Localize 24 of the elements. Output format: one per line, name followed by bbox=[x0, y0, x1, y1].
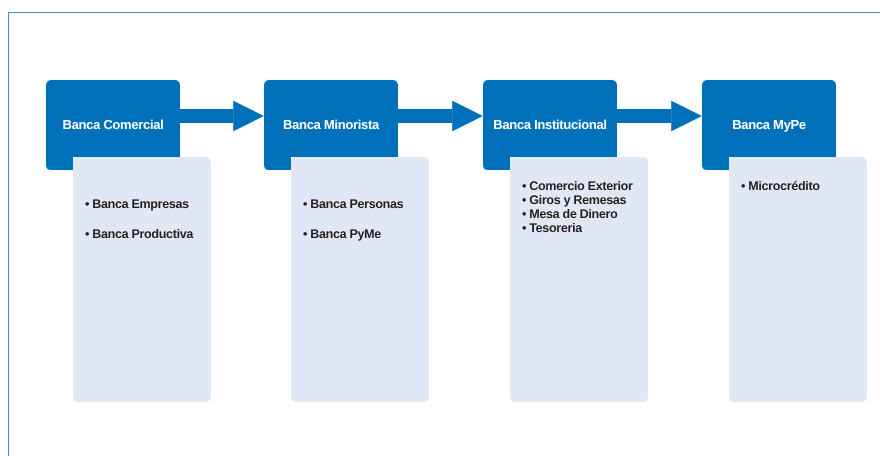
list-item: • Banca PyMe bbox=[303, 227, 382, 241]
list-item: • Banca Productiva bbox=[85, 227, 194, 241]
category-box bbox=[702, 80, 836, 157]
category-title: Banca Comercial bbox=[62, 117, 164, 132]
list-panel bbox=[73, 157, 211, 402]
category-box bbox=[483, 80, 617, 157]
list-item: • Microcrédito bbox=[741, 179, 821, 193]
block-arrow bbox=[617, 100, 702, 132]
category-title: Banca MyPe bbox=[732, 117, 806, 132]
list-item: • Banca Empresas bbox=[85, 197, 190, 211]
block-arrow bbox=[180, 100, 264, 132]
list-item: • Tesoreria bbox=[522, 221, 584, 235]
list-item: • Mesa de Dinero bbox=[522, 207, 618, 221]
category-box bbox=[46, 80, 180, 157]
list-item: • Comercio Exterior bbox=[522, 179, 634, 193]
category-box bbox=[264, 80, 398, 157]
block-arrow bbox=[398, 100, 483, 132]
list-panel bbox=[729, 157, 867, 402]
list-item: • Banca Personas bbox=[303, 197, 404, 211]
category-title: Banca Minorista bbox=[283, 117, 379, 132]
category-title: Banca Institucional bbox=[493, 117, 607, 132]
list-panel bbox=[291, 157, 429, 402]
list-panel bbox=[510, 157, 648, 402]
list-item: • Giros y Remesas bbox=[522, 193, 628, 207]
